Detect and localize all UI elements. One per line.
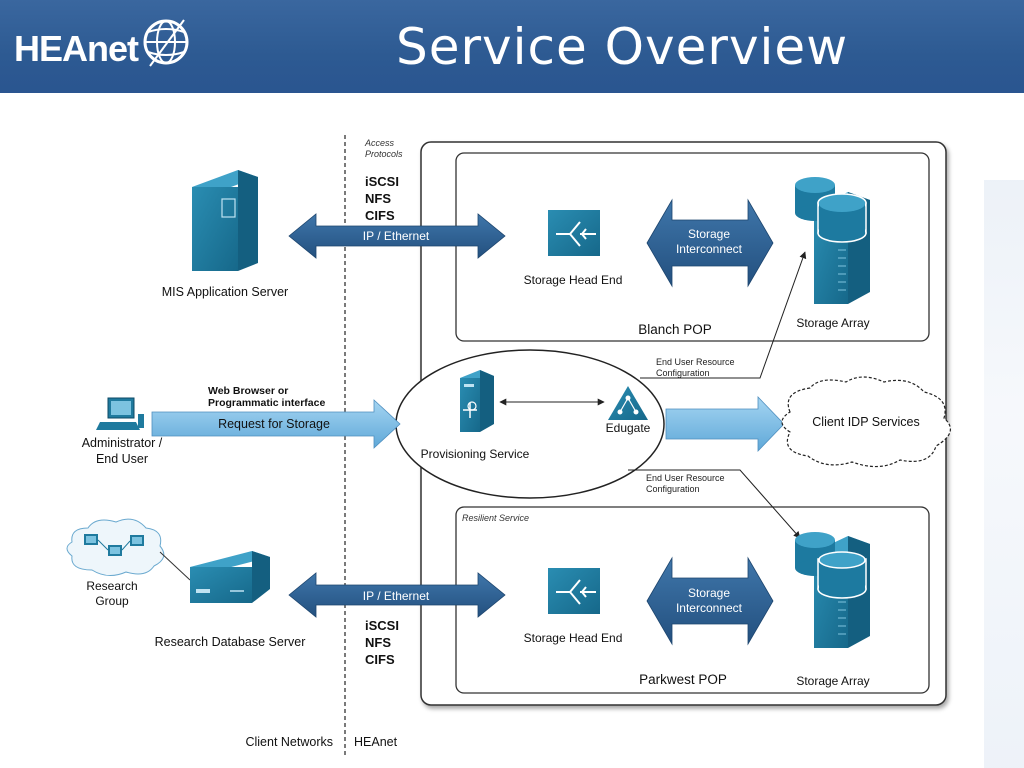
administrator-label-2: End User [96,452,148,466]
ip-ethernet-top-label: IP / Ethernet [363,229,430,243]
research-group-link [159,551,191,581]
storage-array-bottom-label: Storage Array [796,674,869,688]
heanet-logo: HEAnet [14,28,139,69]
storage-interconnect-top-label-2: Interconnect [676,242,743,256]
mis-server-icon [192,170,258,271]
research-group-computers-icon [84,534,144,556]
blanch-pop-label: Blanch POP [638,322,712,337]
provisioning-service-label: Provisioning Service [421,447,530,461]
resource-config-bottom-1: End User Resource [646,473,725,483]
client-idp-arrow [665,396,785,452]
globe-logo-icon [143,19,189,67]
protocol-top-cifs: CIFS [365,208,395,223]
research-group-label-1: Research [86,579,137,593]
client-networks-label: Client Networks [245,735,333,749]
parkwest-pop-label: Parkwest POP [639,672,727,687]
ip-ethernet-top-arrow [288,213,506,259]
resilient-service-label: Resilient Service [462,513,529,523]
storage-interconnect-top-arrow [646,198,774,288]
protocol-bottom-iscsi: iSCSI [365,618,399,633]
edugate-icon [608,386,648,420]
mis-server-label: MIS Application Server [162,285,288,299]
storage-head-end-top-label: Storage Head End [524,273,623,287]
resource-config-top-arrow [640,251,807,379]
heanet-footer-label: HEAnet [354,735,398,749]
protocol-top-iscsi: iSCSI [365,174,399,189]
ip-ethernet-bottom-label: IP / Ethernet [363,589,430,603]
web-browser-label-2: Programmatic interface [208,397,325,409]
provisioning-server-icon [460,370,494,432]
edugate-label: Edugate [606,421,651,435]
resource-config-bottom-2: Configuration [646,484,700,494]
web-browser-label-1: Web Browser or [208,385,288,397]
resource-config-top-2: Configuration [656,368,710,378]
ip-ethernet-bottom-arrow [288,572,506,618]
research-db-label: Research Database Server [155,635,306,649]
protocol-bottom-nfs: NFS [365,635,391,650]
storage-interconnect-bottom-label-1: Storage [688,586,730,600]
storage-interconnect-bottom-label-2: Interconnect [676,601,743,615]
research-db-server-icon [190,551,270,603]
slide-header: HEAnet Service Overview [0,0,1024,93]
client-idp-label: Client IDP Services [812,415,919,429]
resource-config-top-1: End User Resource [656,357,735,367]
storage-head-end-bottom-icon [548,568,600,614]
side-decoration [984,180,1024,768]
storage-head-end-top-icon [548,210,600,256]
storage-interconnect-top-label-1: Storage [688,227,730,241]
service-diagram: Access Protocols iSCSI NFS CIFS iSCSI NF… [66,135,951,755]
administrator-computer-icon [96,397,144,430]
protocol-top-nfs: NFS [365,191,391,206]
storage-array-top-icon [795,177,870,304]
client-idp-cloud [781,376,951,468]
storage-array-top-label: Storage Array [796,316,869,330]
administrator-label-1: Administrator / [82,436,163,450]
resource-config-bottom-arrow [628,469,801,539]
access-protocols-heading-2: Protocols [365,149,403,159]
storage-interconnect-bottom-arrow [646,556,774,646]
storage-head-end-bottom-label: Storage Head End [524,631,623,645]
request-for-storage-label: Request for Storage [218,417,330,431]
protocol-bottom-cifs: CIFS [365,652,395,667]
access-protocols-heading: Access [364,138,395,148]
page-title: Service Overview [396,18,849,76]
storage-array-bottom-icon [795,532,870,648]
research-group-label-2: Group [95,594,129,608]
request-for-storage-arrow [151,399,401,449]
